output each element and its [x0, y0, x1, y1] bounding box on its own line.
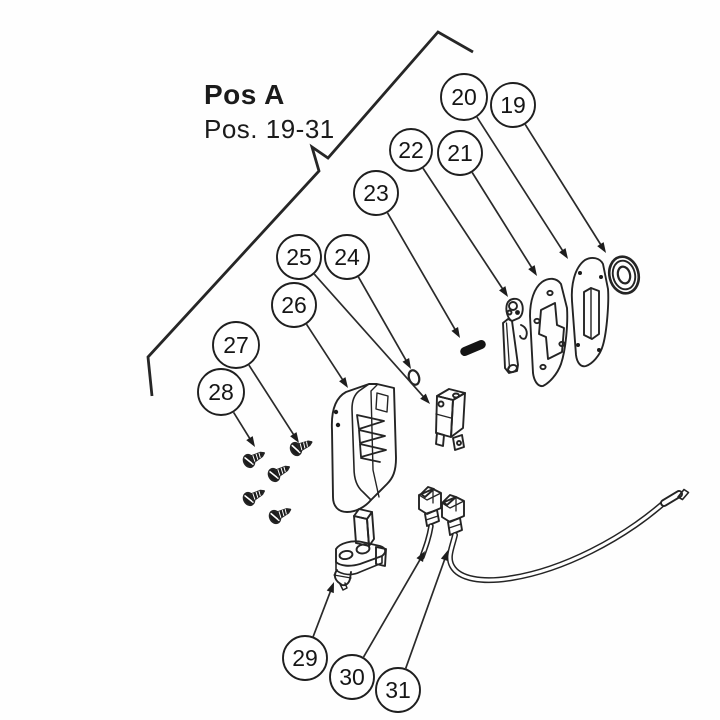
mounting-bracket-drawing	[333, 508, 387, 591]
leader-line	[476, 116, 564, 252]
wire-connector-left-drawing	[418, 486, 442, 560]
callout-balloon	[197, 368, 245, 416]
callout-27: 27	[212, 321, 299, 443]
callout-balloon	[276, 234, 322, 280]
callout-balloon	[375, 667, 421, 713]
screw-set-drawing	[240, 435, 316, 526]
callout-layer: 19 20 21 22 23 24 25 26 27 28 29 30 31	[197, 73, 606, 713]
callout-22: 22	[389, 128, 508, 297]
callout-number: 21	[447, 140, 473, 166]
callout-25: 25	[276, 234, 430, 404]
callout-24: 24	[324, 234, 411, 369]
callout-number: 31	[385, 677, 411, 703]
page-subtitle: Pos. 19-31	[204, 113, 335, 144]
screw-drawing	[240, 446, 268, 470]
callout-balloon	[282, 635, 328, 681]
callout-number: 27	[223, 332, 249, 358]
grommet-drawing	[607, 255, 641, 295]
callout-number: 23	[363, 180, 389, 206]
title-block: Pos A Pos. 19-31	[204, 79, 335, 144]
section-border-line	[146, 30, 474, 397]
screw-drawing	[266, 502, 295, 526]
callout-number: 20	[451, 84, 477, 110]
callout-29: 29	[282, 582, 334, 681]
leader-line	[386, 212, 457, 331]
callout-number: 30	[339, 664, 365, 690]
leader-arrowhead-icon	[416, 551, 425, 562]
callout-balloon	[440, 73, 488, 121]
callout-balloon	[271, 282, 317, 328]
o-ring-drawing	[407, 369, 421, 386]
roll-pin-drawing	[460, 339, 486, 357]
callout-23: 23	[353, 170, 460, 338]
callout-balloon	[437, 130, 483, 176]
leader-line	[422, 167, 504, 290]
leader-line	[232, 411, 251, 440]
callout-number: 28	[208, 379, 234, 405]
callout-balloon	[329, 654, 375, 700]
screw-drawing	[265, 460, 293, 484]
leader-arrowhead-icon	[420, 393, 430, 404]
micro-switch-drawing	[435, 388, 466, 451]
leader-line	[313, 273, 425, 398]
callout-20: 20	[440, 73, 568, 259]
page-title: Pos A	[204, 79, 285, 110]
callout-28: 28	[197, 368, 255, 447]
callout-balloon	[353, 170, 399, 216]
callout-number: 19	[500, 92, 526, 118]
leader-arrowhead-icon	[499, 286, 508, 297]
leader-line	[471, 172, 533, 269]
callout-number: 24	[334, 244, 360, 270]
leader-line	[305, 323, 344, 381]
screw-drawing	[287, 435, 316, 458]
leader-line	[362, 558, 422, 658]
leader-arrowhead-icon	[339, 377, 348, 388]
leader-arrowhead-icon	[402, 357, 411, 369]
cover-plate-drawing	[570, 256, 610, 368]
leader-line	[524, 124, 602, 246]
callout-number: 22	[398, 137, 424, 163]
lever-arm-drawing	[502, 297, 528, 374]
callout-21: 21	[437, 130, 537, 276]
callout-balloon	[212, 321, 260, 369]
callout-30: 30	[329, 551, 425, 700]
callout-number: 26	[281, 292, 307, 318]
leader-arrowhead-icon	[290, 432, 299, 443]
leader-arrowhead-icon	[326, 582, 334, 594]
screw-drawing	[240, 484, 268, 508]
cable-drawing	[446, 498, 669, 583]
callout-number: 29	[292, 645, 318, 671]
callout-19: 19	[490, 82, 606, 253]
leader-line	[248, 364, 295, 436]
callout-balloon	[389, 128, 433, 172]
leader-arrowhead-icon	[528, 265, 537, 276]
leader-arrowhead-icon	[597, 242, 606, 253]
callout-balloon	[324, 234, 370, 280]
callout-31: 31	[375, 550, 449, 713]
callout-26: 26	[271, 282, 348, 388]
callout-number: 25	[286, 244, 312, 270]
callout-balloon	[490, 82, 536, 128]
leader-line	[357, 276, 408, 362]
leader-arrowhead-icon	[559, 248, 568, 259]
switch-housing-drawing	[330, 383, 397, 513]
leader-arrowhead-icon	[451, 327, 460, 338]
leader-arrowhead-icon	[246, 436, 255, 447]
leader-line	[312, 590, 332, 637]
leader-arrowhead-icon	[440, 550, 449, 562]
wire-connector-right-drawing	[441, 488, 690, 583]
leader-line	[404, 558, 446, 669]
gasket-drawing	[529, 277, 569, 388]
